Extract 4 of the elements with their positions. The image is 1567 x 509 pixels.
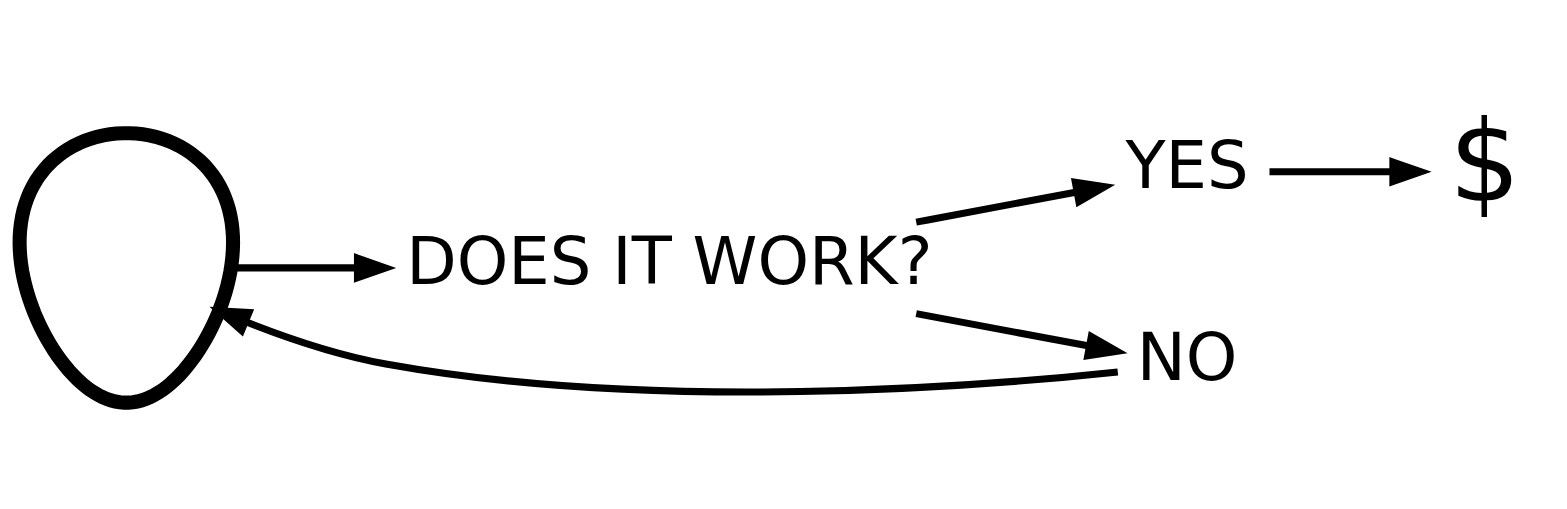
node-text: DOES IT WORK? [406, 222, 933, 299]
node-text: $ [1448, 95, 1521, 227]
node-text: YES [1125, 126, 1249, 203]
node-text: NO [1136, 318, 1238, 395]
